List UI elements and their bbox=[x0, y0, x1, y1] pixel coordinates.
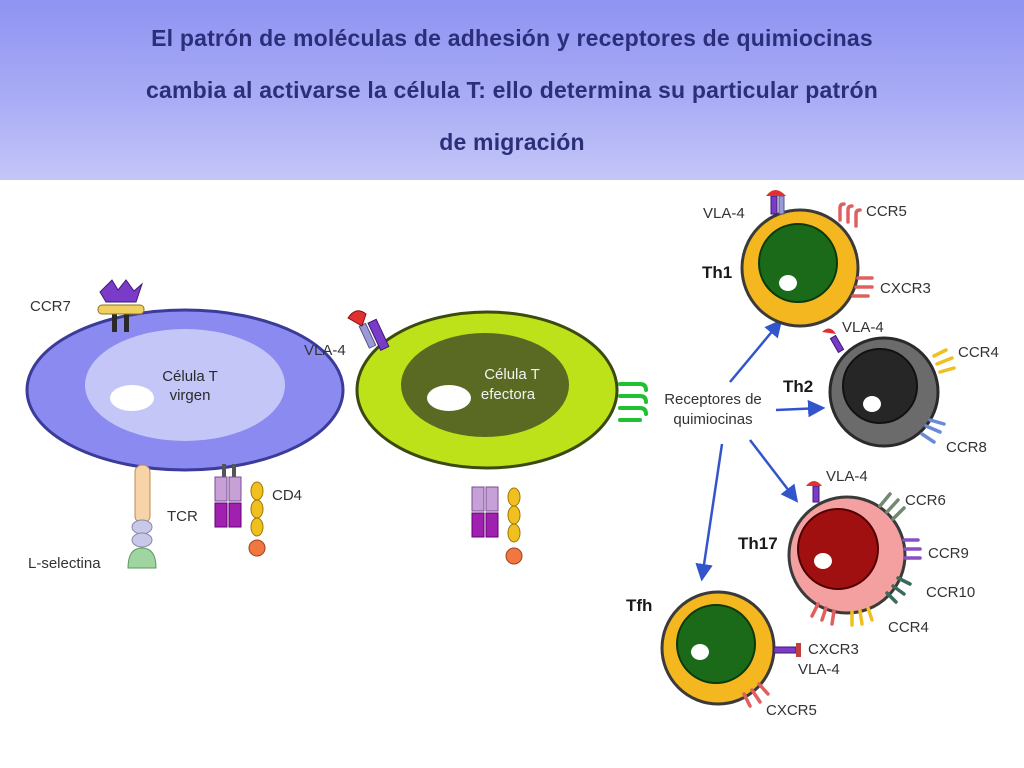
tfh-cxcr3-label: CXCR3 bbox=[808, 641, 859, 658]
chemokine-receptors-label-line-2: quimiocinas bbox=[673, 411, 752, 428]
th17-name: Th17 bbox=[738, 534, 778, 553]
th17-ccr4-label: CCR4 bbox=[888, 619, 929, 636]
tcr-receptor-icon bbox=[214, 464, 242, 528]
chemokine-receptors-label-line-1: Receptores de bbox=[664, 391, 762, 408]
cd4-label: CD4 bbox=[272, 487, 302, 504]
th17-ccr9-label: CCR9 bbox=[928, 545, 969, 562]
effector-vla4-label: VLA-4 bbox=[304, 342, 346, 359]
slide-title-line-2: cambia al activarse la célula T: ello de… bbox=[146, 77, 878, 103]
th17-red-receptor-icon bbox=[810, 602, 836, 626]
effector-cd4-icon bbox=[505, 487, 523, 565]
th1-vla4-icon bbox=[766, 190, 786, 215]
th17-ccr10-icon bbox=[885, 576, 912, 604]
th1-cxcr3-icon bbox=[851, 276, 874, 298]
th1-cxcr3-label: CXCR3 bbox=[880, 280, 931, 297]
th1-ccr5-label: CCR5 bbox=[866, 203, 907, 220]
naive-cell-name-line-1: Célula T bbox=[162, 368, 218, 385]
th2-cell bbox=[828, 336, 940, 448]
th17-ccr4-icon bbox=[850, 606, 874, 627]
th1-cell bbox=[740, 208, 860, 328]
naive-t-cell: Célula T virgen bbox=[25, 308, 345, 472]
effector-t-cell: Célula T efectora bbox=[355, 310, 619, 470]
th2-ccr4-icon bbox=[932, 348, 956, 374]
tcr-label: TCR bbox=[167, 508, 198, 525]
slide-title-line-3: de migración bbox=[439, 129, 585, 155]
th2-ccr8-icon bbox=[920, 418, 946, 444]
vla4-receptor-icon bbox=[347, 310, 390, 351]
th1-vla4-label: VLA-4 bbox=[703, 205, 745, 222]
chemokine-receptor-green-icon bbox=[618, 382, 648, 422]
effector-cell-name-line-2: efectora bbox=[481, 386, 536, 403]
effector-cell-name-line-1: Célula T bbox=[484, 366, 540, 383]
th17-ccr10-label: CCR10 bbox=[926, 584, 975, 601]
tfh-vla4-icon bbox=[773, 643, 801, 657]
th17-cell bbox=[787, 495, 907, 615]
ccr7-label: CCR7 bbox=[30, 298, 71, 315]
th17-ccr9-icon bbox=[902, 538, 922, 560]
th17-ccr6-label: CCR6 bbox=[905, 492, 946, 509]
th2-name: Th2 bbox=[783, 377, 813, 396]
ccr7-receptor-icon bbox=[97, 279, 145, 332]
slide-title-line-1: El patrón de moléculas de adhesión y rec… bbox=[151, 25, 873, 51]
th2-vla4-icon bbox=[822, 328, 845, 354]
th17-vla4-icon bbox=[806, 481, 822, 503]
cd4-receptor-icon bbox=[248, 481, 266, 557]
th2-ccr8-label: CCR8 bbox=[946, 439, 987, 456]
th2-vla4-label: VLA-4 bbox=[842, 319, 884, 336]
tfh-cell bbox=[660, 590, 776, 706]
th17-ccr6-icon bbox=[878, 492, 906, 521]
th1-ccr5-icon bbox=[838, 202, 862, 228]
arrow-to-th1-icon bbox=[729, 319, 783, 383]
slide-header: El patrón de moléculas de adhesión y rec… bbox=[0, 0, 1024, 180]
tfh-name: Tfh bbox=[626, 596, 652, 615]
naive-cell-name-line-2: virgen bbox=[170, 387, 211, 404]
l-selectin-label: L-selectina bbox=[28, 555, 101, 572]
tfh-cxcr5-label: CXCR5 bbox=[766, 702, 817, 719]
th17-vla4-label: VLA-4 bbox=[826, 468, 868, 485]
tfh-vla4-label: VLA-4 bbox=[798, 661, 840, 678]
arrow-to-th17-icon bbox=[749, 439, 799, 503]
arrow-to-th2-icon bbox=[775, 399, 826, 418]
effector-tcr-icon bbox=[471, 486, 499, 538]
th1-name: Th1 bbox=[702, 263, 732, 282]
l-selectin-icon bbox=[127, 464, 157, 569]
tfh-cxcr5-icon bbox=[742, 682, 770, 708]
arrow-to-tfh-icon bbox=[695, 443, 724, 582]
th2-ccr4-label: CCR4 bbox=[958, 344, 999, 361]
